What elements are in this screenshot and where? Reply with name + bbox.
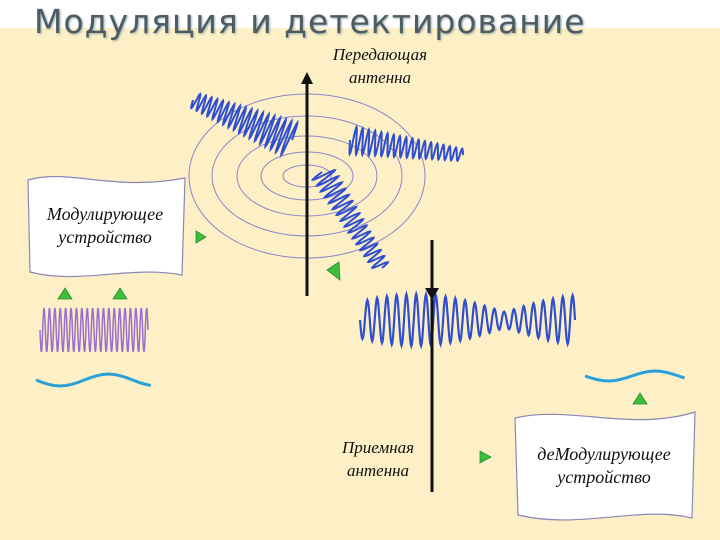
green-arrow-up-icon bbox=[57, 287, 73, 300]
green-arrow-up-icon bbox=[112, 287, 128, 300]
radio-wave-down bbox=[310, 169, 390, 269]
slide-title: Модуляция и детектирование bbox=[34, 2, 586, 41]
transmit-label-2: антенна bbox=[349, 68, 411, 87]
radio-wave-right bbox=[348, 124, 464, 163]
modulator-label-1: Модулирующее bbox=[46, 204, 163, 224]
green-arrow-right-icon bbox=[479, 450, 492, 464]
transmit-label-1: Передающая bbox=[332, 45, 427, 64]
receive-label-1: Приемная bbox=[341, 438, 414, 457]
green-arrow-up-icon bbox=[632, 392, 648, 405]
carrier-wave bbox=[39, 307, 149, 353]
radio-wave-left bbox=[190, 92, 299, 159]
modulator-box bbox=[27, 175, 186, 278]
demodulated-signal bbox=[584, 369, 685, 383]
modulating-signal bbox=[35, 372, 152, 388]
received-wave bbox=[358, 290, 577, 350]
demodulator-label-2: устройство bbox=[555, 467, 651, 487]
arrow-down-icon bbox=[425, 288, 439, 300]
arrow-up-icon bbox=[301, 72, 313, 84]
green-arrow-right-icon bbox=[195, 230, 207, 244]
modulator-label-2: устройство bbox=[56, 227, 152, 247]
receive-label-2: антенна bbox=[347, 461, 409, 480]
demodulator-box bbox=[514, 411, 696, 521]
green-arrow-left-icon bbox=[326, 261, 341, 281]
demodulator-label-1: деМодулирующее bbox=[537, 444, 671, 464]
